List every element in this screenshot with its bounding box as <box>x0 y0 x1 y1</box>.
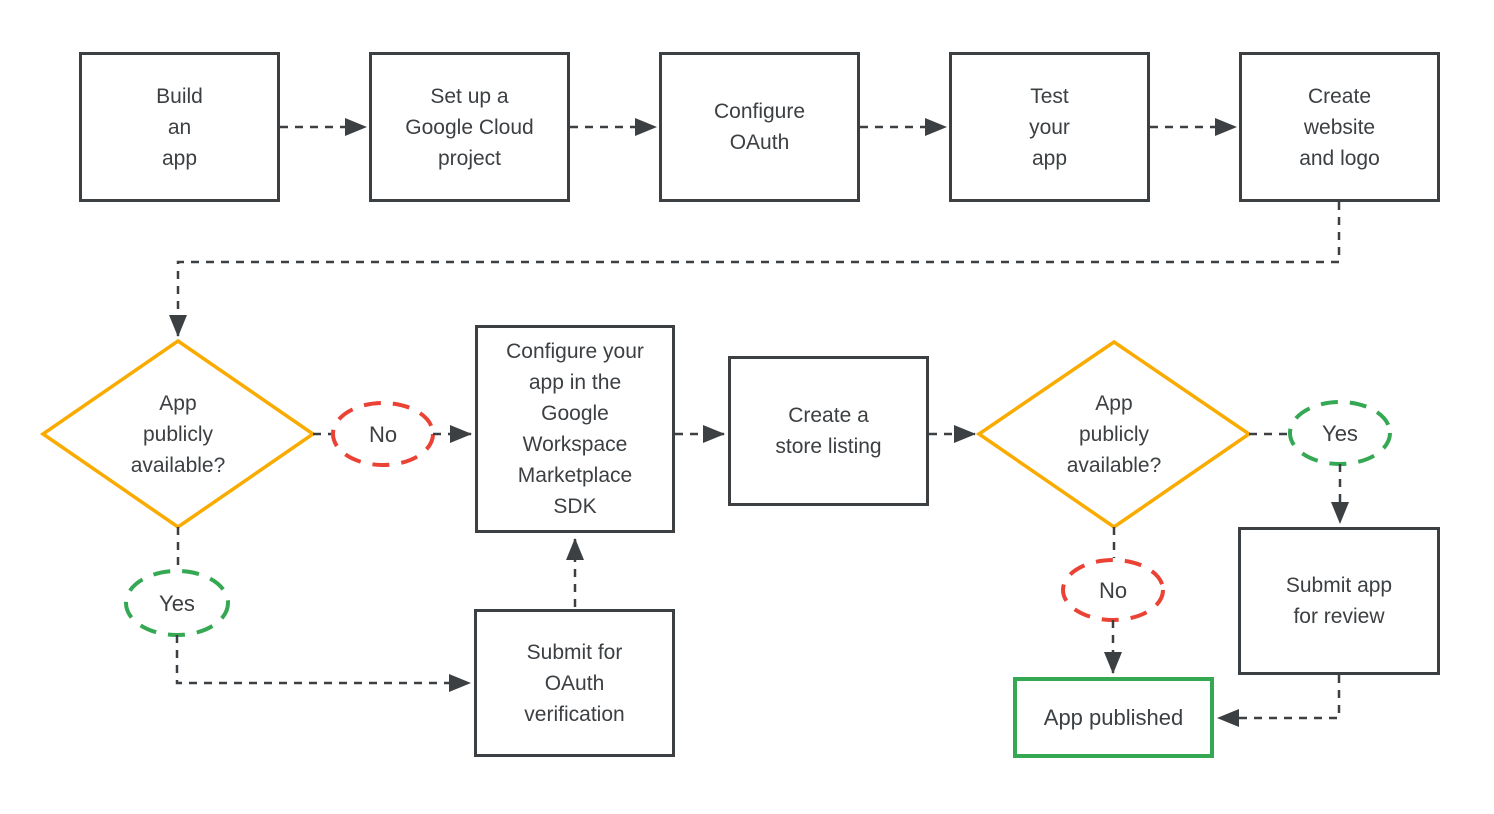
branch-ellipse-yes-2 <box>1288 400 1392 466</box>
terminal-node-app-published: App published <box>1013 677 1214 758</box>
process-node-submit-oauth-verification: Submit for OAuth verification <box>474 609 675 757</box>
process-node-create-website-and-logo: Create website and logo <box>1239 52 1440 202</box>
connector-yes1-to-oauth-verification <box>175 635 471 692</box>
branch-ellipse-no-2 <box>1061 558 1165 622</box>
branch-ellipse-no-1 <box>331 401 435 467</box>
process-node-set-up-google-cloud: Set up a Google Cloud project <box>369 52 570 202</box>
connector-review-to-published <box>1217 675 1341 727</box>
decision-diamond-1 <box>39 338 317 530</box>
process-node-configure-oauth: Configure OAuth <box>659 52 860 202</box>
process-node-build-an-app: Build an app <box>79 52 280 202</box>
process-node-create-store-listing: Create a store listing <box>728 356 929 506</box>
process-node-submit-app-for-review: Submit app for review <box>1238 527 1440 675</box>
process-node-test-your-app: Test your app <box>949 52 1150 202</box>
connector-website-to-decision1 <box>169 202 1341 337</box>
process-node-configure-marketplace-sdk: Configure your app in the Google Workspa… <box>475 325 675 533</box>
decision-diamond-2 <box>975 339 1253 530</box>
branch-ellipse-yes-1 <box>124 569 230 637</box>
